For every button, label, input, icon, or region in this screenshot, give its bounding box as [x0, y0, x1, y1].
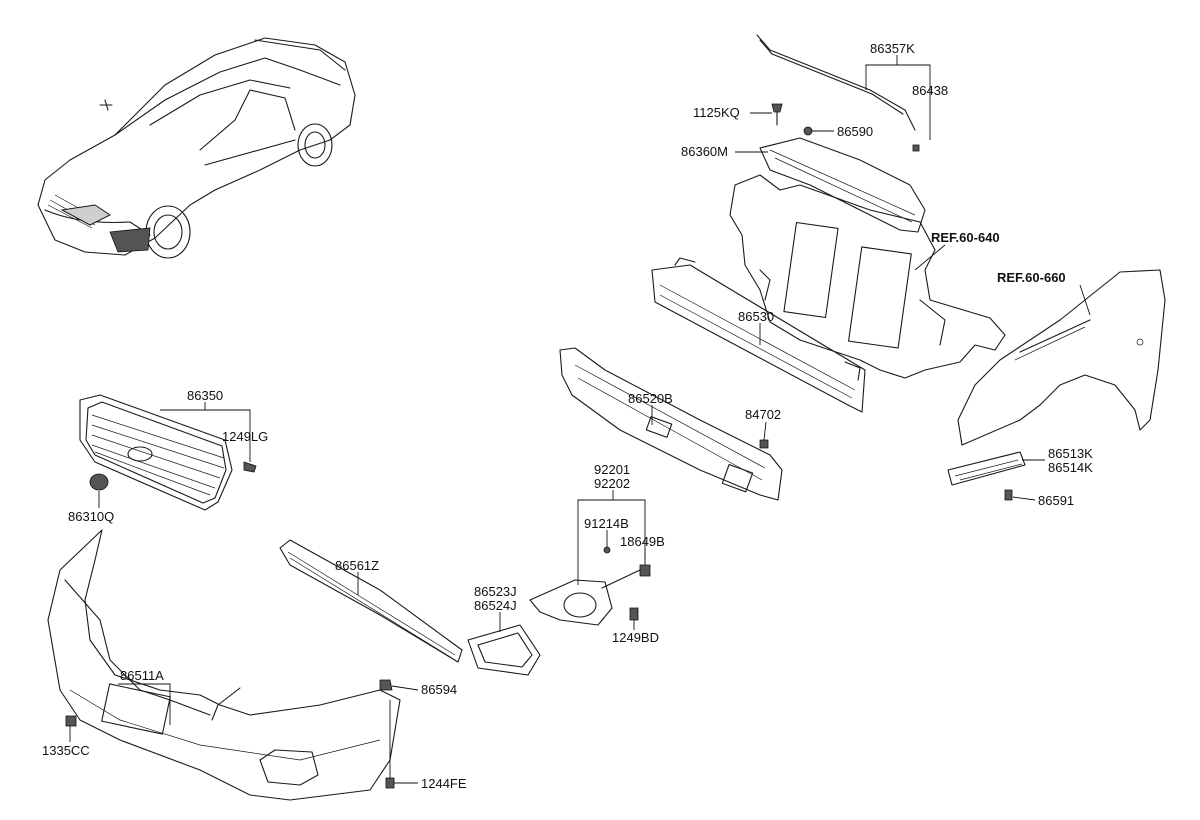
- back-beam: [651, 257, 866, 413]
- label-91214b: 91214B: [584, 516, 629, 531]
- label-92202: 92202: [594, 476, 630, 491]
- label-86591: 86591: [1038, 493, 1074, 508]
- label-ref-60-640: REF.60-640: [931, 230, 1000, 245]
- part-labels: 86357K 86438 1125KQ 86590 86360M REF.60-…: [42, 41, 1093, 791]
- radiator-grille: [79, 394, 257, 511]
- label-1335cc: 1335CC: [42, 743, 90, 758]
- label-86310q: 86310Q: [68, 509, 114, 524]
- label-86530: 86530: [738, 309, 774, 324]
- fog-lamp-cover: [467, 624, 541, 676]
- label-1249bd: 1249BD: [612, 630, 659, 645]
- lower-grille: [279, 539, 463, 663]
- label-1249lg: 1249LG: [222, 429, 268, 444]
- label-86520b: 86520B: [628, 391, 673, 406]
- front-bumper-cover: [47, 529, 401, 801]
- label-86511a: 86511A: [120, 668, 164, 683]
- label-86360m: 86360M: [681, 144, 728, 159]
- fasteners: [759, 103, 920, 449]
- label-86594: 86594: [421, 682, 457, 697]
- label-86524j: 86524J: [474, 598, 517, 613]
- label-86514k: 86514K: [1048, 460, 1093, 475]
- label-86523j: 86523J: [474, 584, 517, 599]
- label-92201: 92201: [594, 462, 630, 477]
- label-ref-60-660: REF.60-660: [997, 270, 1066, 285]
- leader-lines: [69, 55, 1091, 784]
- label-86357k: 86357K: [870, 41, 915, 56]
- fender-illustration: [957, 269, 1166, 446]
- car-overview-illustration: [37, 37, 356, 259]
- carrier-assembly: [729, 34, 1006, 379]
- label-86438: 86438: [912, 83, 948, 98]
- label-18649b: 18649B: [620, 534, 665, 549]
- fog-lamp: [529, 546, 651, 626]
- label-86561z: 86561Z: [335, 558, 379, 573]
- bracket-86513k: [947, 451, 1026, 501]
- label-86350: 86350: [187, 388, 223, 403]
- label-1125kq: 1125KQ: [693, 105, 740, 120]
- label-86513k: 86513K: [1048, 446, 1093, 461]
- energy-absorber: [559, 347, 783, 501]
- label-1244fe: 1244FE: [421, 776, 467, 791]
- label-86590: 86590: [837, 124, 873, 139]
- label-84702: 84702: [745, 407, 781, 422]
